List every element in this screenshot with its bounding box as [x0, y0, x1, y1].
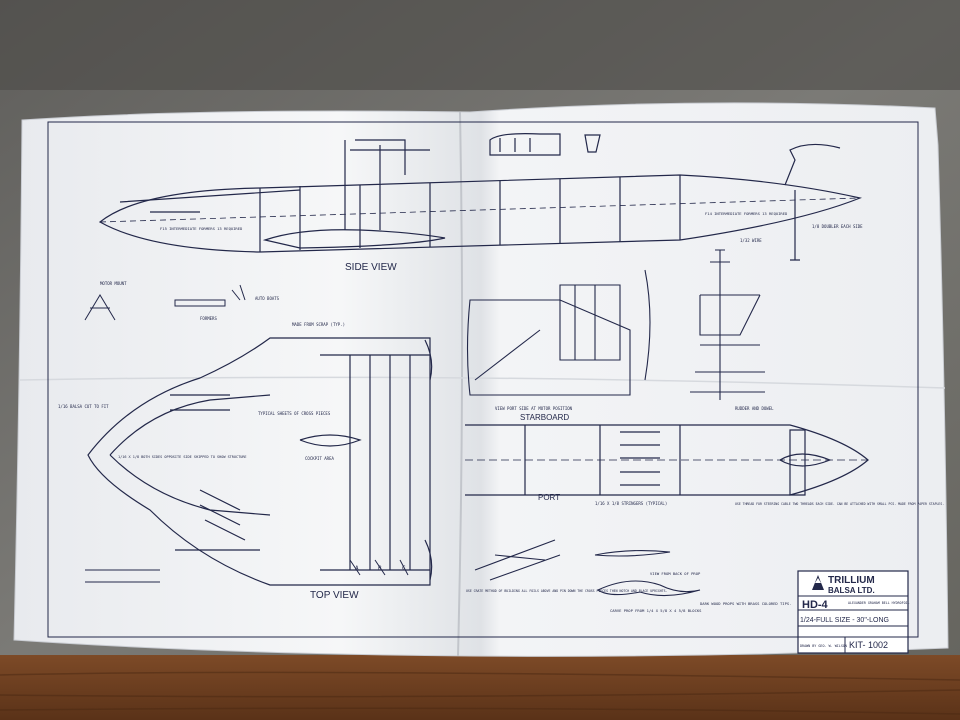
wooden-table [0, 655, 960, 720]
side-view-drawing [98, 133, 863, 261]
auto-boats-note: AUTO BOATS [255, 296, 280, 301]
typical-sheet-note: TYPICAL SHEETS OF CROSS PIECES [258, 411, 331, 416]
scale-text: 1/24-FULL SIZE - 30"-LONG [800, 617, 889, 624]
prop-drawing [474, 539, 701, 597]
crate-method-note: USE CRATE METHOD OF BUILDING ALL FOILS A… [466, 589, 668, 593]
kit-number: KIT- 1002 [849, 640, 888, 650]
starboard-label: STARBOARD [520, 413, 569, 422]
top-view-drawing [87, 337, 869, 586]
balsa-cut-note: 1/16 BALSA CUT TO FIT [58, 404, 109, 409]
stringers-note: 1/16 X 1/8 STRINGERS (TYPICAL) [595, 501, 667, 506]
top-view-label: TOP VIEW [310, 590, 359, 601]
model-name: HD-4 [802, 599, 829, 611]
view-from-back-note: VIEW FROM BACK OF PROP [650, 571, 701, 576]
label-b: B [378, 565, 382, 572]
blueprint-sheet [13, 102, 949, 657]
f14-note: F14 INTERMEDIATE FORMERS 13 REQUIRED [705, 211, 788, 216]
label-c: C [402, 565, 406, 572]
rudder-drawing [690, 249, 765, 400]
drawn-by-text: DRAWN BY GEO. W. WILSON [800, 644, 847, 648]
port-label: PORT [538, 493, 560, 502]
motor-mount-note: MOTOR MOUNT [100, 281, 127, 286]
cockpit-area-note: COCKPIT AREA [305, 456, 334, 461]
tree-logo [812, 575, 824, 590]
f15-note: F15 INTERMEDIATE FORMERS 13 REQUIRED [160, 226, 243, 231]
wire-note: 1/32 WIRE [740, 238, 762, 243]
company-name-line1: TRILLIUM [828, 575, 875, 586]
title-block [797, 570, 909, 654]
formers-note: FORMERS [200, 316, 217, 321]
sheet-sides-note: 1/16 X 1/8 BOTH SIDES OPPOSITE SIDE SHIP… [118, 455, 247, 459]
wood-grain [0, 671, 960, 715]
fold-line [19, 376, 946, 389]
doubler-note: 1/8 DOUBLER EACH SIDE [812, 224, 863, 229]
wall-shadow [0, 0, 960, 90]
model-subtitle: ALEXANDER GRAHAM BELL HYDROFOIL [848, 601, 910, 605]
motor-position-drawing [466, 269, 651, 396]
fold-line [457, 111, 464, 657]
side-view-label: SIDE VIEW [345, 262, 397, 273]
company-name-line2: BALSA LTD. [828, 586, 875, 595]
misc-details [84, 284, 409, 583]
carve-prop-note: CARVE PROP FROM 1/4 X 5/8 X 4 5/8 BLOCKS [610, 608, 702, 613]
dark-wood-note: DARK WOOD PROPS WITH BRASS COLORED TIPS. [700, 601, 791, 606]
drawing-border [47, 121, 919, 638]
label-a: A [355, 565, 359, 572]
rudder-dowel-note: RUDDER AND DOWEL [735, 406, 774, 411]
thread-note: USE THREAD FOR STEERING CABLE TWO THREAD… [735, 502, 944, 506]
view-port-side-note: VIEW PORT SIDE AT MOTOR POSITION [495, 406, 573, 411]
made-from-scrap-note: MADE FROM SCRAP (TYP.) [292, 322, 345, 327]
